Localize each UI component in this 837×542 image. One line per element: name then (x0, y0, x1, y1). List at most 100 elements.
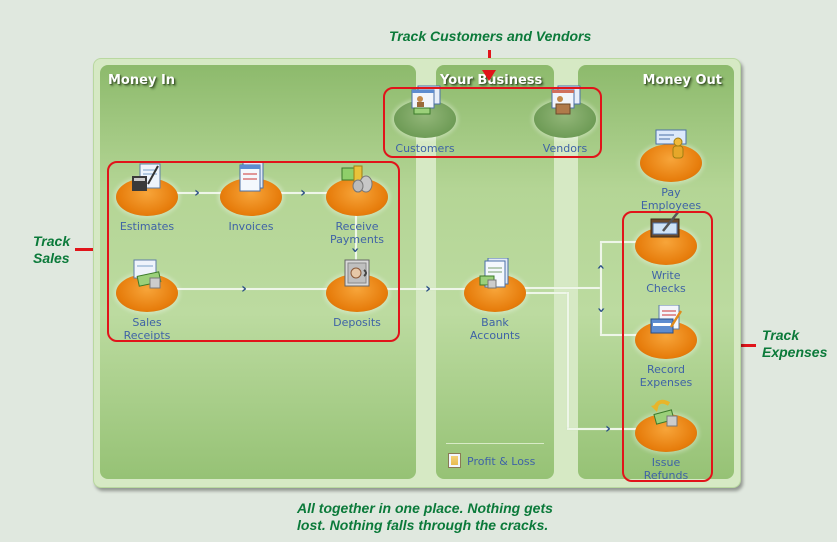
deposits-label: Deposits (333, 316, 381, 329)
panel-title-money-out: Money Out (642, 73, 722, 88)
connector-estimates-invoices (172, 192, 232, 194)
connector-split-v (600, 241, 602, 335)
receipt-cash-icon (133, 259, 162, 289)
chevron-right-icon: › (425, 281, 431, 297)
pay-employees-line1: Pay (661, 186, 681, 199)
write-checks-disc (635, 211, 697, 265)
annotation-arrow-left (726, 344, 756, 347)
receive-payments-disc (326, 165, 388, 216)
record-expenses-line1: Record (646, 363, 685, 376)
annotation-track-expenses-line1: Track (762, 327, 800, 343)
chevron-down-icon: › (593, 307, 609, 313)
bank-accounts-disc (464, 258, 526, 312)
highlight-expenses (622, 211, 713, 482)
annotation-arrow-right (75, 248, 97, 251)
pay-employees-line2: Employees (640, 199, 702, 212)
invoices-label: Invoices (228, 220, 274, 233)
connector-bank-expenses (518, 287, 600, 289)
issue-refunds-line2: Refunds (643, 469, 689, 482)
issue-refunds-line1: Issue (651, 456, 681, 469)
deposits-button[interactable]: Deposits (312, 259, 402, 329)
connector-deposits-bank (380, 288, 472, 290)
write-checks-line2: Checks (646, 282, 686, 295)
receive-payments-line1: Receive (335, 220, 379, 233)
connector-expenses-h (600, 334, 642, 336)
highlight-customers-vendors (383, 87, 602, 158)
bank-accounts-line2: Accounts (469, 329, 521, 342)
vendors-button[interactable]: Vendors (520, 85, 610, 155)
sales-receipts-disc (116, 259, 178, 312)
footer-line1: All together in one place. Nothing gets (297, 500, 553, 516)
write-checks-line1: Write (651, 269, 681, 282)
record-expenses-line2: Expenses (639, 376, 693, 389)
bank-accounts-line1: Bank (481, 316, 509, 329)
credit-card-bill-icon (650, 305, 683, 334)
footer-line2: lost. Nothing falls through the cracks. (297, 517, 549, 533)
sales-receipts-line1: Sales (132, 316, 162, 329)
chevron-up-icon: › (593, 264, 609, 270)
chevron-right-icon: › (194, 185, 200, 201)
annotation-track-expenses-line2: Expenses (762, 344, 828, 360)
estimates-button[interactable]: Estimates (102, 163, 192, 233)
profit-loss-divider (446, 443, 544, 444)
annotation-track-customers-vendors: Track Customers and Vendors (389, 28, 592, 44)
panel-title-money-in: Money In (108, 73, 176, 88)
home-page-workflow: Money In Your Business Profit & Loss Mon… (93, 58, 741, 488)
customer-window-icon (411, 85, 441, 115)
calculator-document-icon (132, 163, 161, 191)
connector-bank-refunds-h (518, 292, 568, 294)
sales-receipts-line2: Receipts (123, 329, 171, 342)
vendors-disc (534, 85, 596, 138)
invoices-disc (220, 162, 282, 216)
connector-receipts-deposits (172, 288, 334, 290)
annotation-track-sales: Track Sales (33, 233, 70, 267)
arrow-head-down-icon (482, 70, 496, 81)
receive-payments-line2: Payments (330, 233, 384, 246)
annotation-track-sales-line2: Sales (33, 250, 70, 266)
invoices-button[interactable]: Invoices (206, 162, 296, 233)
refund-cash-icon (651, 399, 678, 427)
chevron-right-icon: › (605, 421, 611, 437)
checkbook-pen-icon (650, 211, 680, 238)
annotation-track-sales-line1: Track (33, 233, 71, 249)
connector-checks-h (600, 241, 642, 243)
record-expenses-disc (635, 305, 697, 359)
vendor-window-icon (551, 85, 581, 115)
cash-coins-icon (341, 165, 373, 193)
pay-employees-disc (640, 129, 702, 182)
connector-refunds-v (567, 292, 569, 429)
connector-payments-deposits (355, 212, 357, 274)
paycheck-person-icon (655, 129, 687, 159)
customers-button[interactable]: Customers (380, 85, 470, 155)
customers-label: Customers (395, 142, 455, 155)
chevron-right-icon: › (300, 185, 306, 201)
deposits-disc (326, 259, 388, 312)
connector-invoices-payments (278, 192, 334, 194)
customers-disc (394, 85, 456, 138)
vendors-label: Vendors (542, 142, 588, 155)
profit-loss-link[interactable]: Profit & Loss (448, 453, 535, 468)
invoice-document-icon (239, 162, 264, 192)
report-icon (448, 453, 461, 468)
connector-refunds-h (567, 428, 643, 430)
highlight-sales (107, 161, 400, 342)
footer-tagline: All together in one place. Nothing gets … (297, 500, 567, 534)
bank-register-icon (479, 258, 509, 289)
estimates-label: Estimates (119, 220, 175, 233)
estimates-disc (116, 163, 178, 216)
safe-icon (344, 259, 370, 287)
